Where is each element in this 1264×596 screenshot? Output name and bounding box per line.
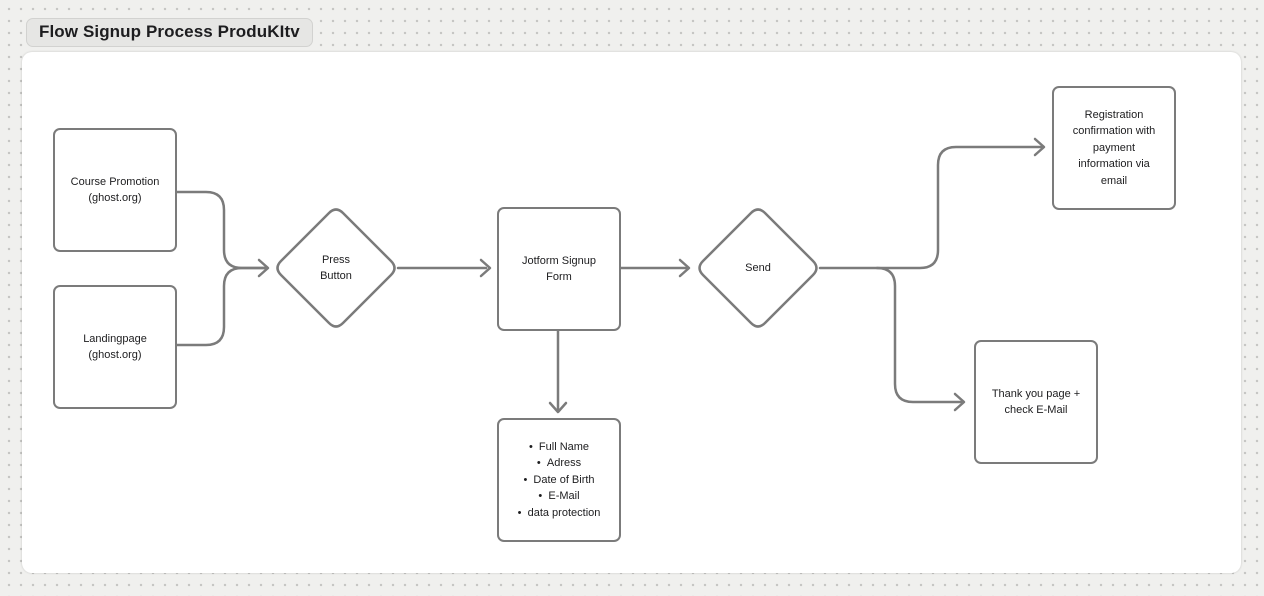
diagram-title-label: Flow Signup Process ProduKItv <box>39 22 300 41</box>
connector-landing-to-press[interactable] <box>174 266 267 347</box>
arrow-head-send <box>678 258 691 278</box>
form-field-item: Date of Birth <box>523 472 594 489</box>
shape-send-diamond[interactable] <box>698 208 818 328</box>
form-field-item: Full Name <box>529 439 589 456</box>
arrow-head-merge <box>257 258 270 278</box>
arrow-head-jotform <box>479 258 492 278</box>
shape-course-promotion-label: Course Promotion (ghost.org) <box>70 175 160 205</box>
arrow-head-fields <box>548 401 568 414</box>
connector-send-to-registration[interactable] <box>818 145 1043 270</box>
connector-course-to-press[interactable] <box>174 190 267 270</box>
shape-registration-confirmation[interactable]: Registration confirmation with payment i… <box>1052 86 1176 210</box>
form-field-item: E-Mail <box>538 488 579 505</box>
diagram-title[interactable]: Flow Signup Process ProduKItv <box>26 18 313 47</box>
shape-thank-you-page-label: Thank you page + check E-Mail <box>991 387 1081 417</box>
shape-jotform-signup-form[interactable]: Jotform Signup Form <box>497 207 621 331</box>
shape-landingpage[interactable]: Landingpage (ghost.org) <box>53 285 177 409</box>
shape-press-button[interactable]: Press Button <box>274 206 398 330</box>
arrow-head-registration <box>1033 137 1046 157</box>
shape-send[interactable]: Send <box>696 206 820 330</box>
shape-landingpage-label: Landingpage (ghost.org) <box>83 332 147 362</box>
shape-jotform-signup-form-label: Jotform Signup Form <box>522 254 596 284</box>
shape-form-fields[interactable]: Full NameAdressDate of BirthE-Maildata p… <box>497 418 621 542</box>
shape-registration-confirmation-label: Registration confirmation with payment i… <box>1072 108 1156 187</box>
form-field-item: data protection <box>518 505 601 522</box>
shape-send-label: Send <box>745 261 771 274</box>
arrow-head-thankyou <box>953 392 966 412</box>
shape-course-promotion[interactable]: Course Promotion (ghost.org) <box>53 128 177 252</box>
connector-send-to-thankyou[interactable] <box>875 266 963 404</box>
shape-press-button-label: Press Button <box>320 253 352 283</box>
shape-press-button-diamond[interactable] <box>276 208 396 328</box>
form-field-item: Adress <box>537 455 581 472</box>
shape-thank-you-page[interactable]: Thank you page + check E-Mail <box>974 340 1098 464</box>
